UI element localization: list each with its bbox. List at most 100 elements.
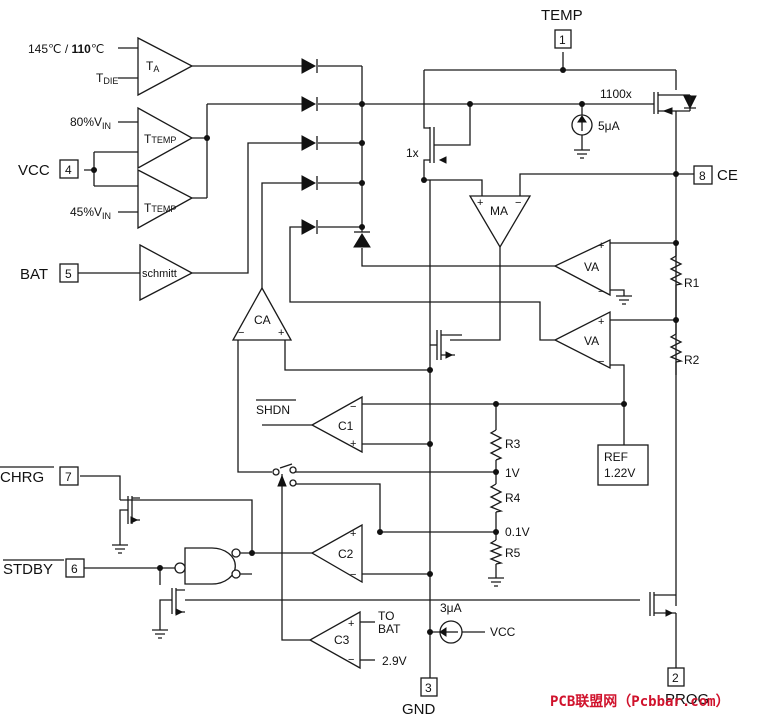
diode-5 bbox=[301, 219, 317, 235]
resistor-r4 bbox=[489, 483, 504, 513]
resistor-r2 bbox=[669, 333, 684, 363]
shdn-label: SHDN bbox=[256, 403, 290, 417]
pin-stdby-label: STDBY bbox=[3, 561, 53, 578]
amplifiers bbox=[137, 36, 611, 670]
diode-or bbox=[130, 58, 697, 617]
diode-1 bbox=[301, 58, 317, 74]
svg-text:−: − bbox=[598, 356, 604, 368]
svg-text:−: − bbox=[515, 197, 521, 209]
amp-ttemp-lo bbox=[137, 168, 194, 230]
pin-chrg-label: CHRG bbox=[0, 469, 44, 486]
node-1v: 1V bbox=[505, 466, 520, 480]
pin-box-7 bbox=[59, 466, 79, 486]
resistor-r1 bbox=[669, 255, 683, 286]
resistor-r5 bbox=[489, 539, 504, 565]
amp-va1 bbox=[553, 238, 611, 297]
pin-stdby-num: 6 bbox=[71, 562, 78, 576]
pin-vcc-label: VCC bbox=[18, 162, 50, 179]
pin-bat-num: 5 bbox=[65, 267, 72, 281]
node-2v9: 2.9V bbox=[382, 654, 407, 668]
isrc-5ua-label: 5μA bbox=[598, 119, 620, 133]
comp-c2 bbox=[310, 523, 363, 584]
amp-ttemp-hi-label: TTEMP bbox=[144, 132, 176, 146]
pin-chrg-num: 7 bbox=[65, 470, 72, 484]
svg-text:+: + bbox=[598, 240, 604, 252]
r2-label: R2 bbox=[684, 353, 700, 367]
ma-label: MA bbox=[490, 204, 508, 218]
svg-text:+: + bbox=[477, 197, 483, 209]
ref-value: 1.22V bbox=[604, 466, 635, 480]
va2-label: VA bbox=[584, 334, 599, 348]
ref-box bbox=[597, 444, 649, 486]
junctions bbox=[91, 67, 679, 635]
amp-ca bbox=[231, 286, 293, 341]
pin-box-1 bbox=[554, 29, 572, 49]
pin-prog-label: PROG bbox=[665, 691, 709, 708]
diode-3 bbox=[301, 135, 317, 151]
to-bat-label: BAT bbox=[378, 622, 401, 636]
comp-c1 bbox=[310, 395, 363, 454]
pins bbox=[59, 29, 713, 697]
amp-ta-label: TA bbox=[146, 59, 159, 74]
svg-text:−: − bbox=[238, 327, 244, 339]
pin-gnd-num: 3 bbox=[425, 681, 432, 695]
amp-ttemp-lo-label: TTEMP bbox=[144, 201, 176, 215]
resistors bbox=[489, 255, 684, 565]
svg-text:+: + bbox=[348, 618, 354, 630]
amp-ta bbox=[137, 36, 194, 97]
c3-label: C3 bbox=[334, 633, 350, 647]
ref-label: REF bbox=[604, 450, 628, 464]
svg-text:+: + bbox=[278, 327, 284, 339]
mirror-1100x-label: 1100x bbox=[600, 87, 632, 101]
nand-gate bbox=[174, 547, 241, 585]
amp-schmitt bbox=[139, 243, 194, 302]
schmitt-label: schmitt bbox=[142, 268, 177, 280]
watermark: PCB联盟网（Pcbbar.com） bbox=[550, 694, 730, 710]
svg-text:−: − bbox=[598, 286, 604, 298]
pin-temp-label: TEMP bbox=[541, 7, 583, 24]
diode-6 bbox=[353, 233, 371, 248]
vin-45-label: 45%VIN bbox=[70, 205, 111, 221]
switch bbox=[272, 466, 297, 487]
svg-text:+: + bbox=[598, 316, 604, 328]
pin-box-3 bbox=[420, 677, 438, 697]
amp-ttemp-hi bbox=[137, 106, 194, 170]
ca-label: CA bbox=[254, 313, 271, 327]
mirror-1x-label: 1x bbox=[406, 146, 419, 160]
isrc-3ua-label: 3μA bbox=[440, 601, 462, 615]
diode-2 bbox=[301, 96, 317, 112]
svg-text:+: + bbox=[350, 438, 356, 450]
pin-prog-num: 2 bbox=[672, 671, 679, 685]
tdie-label: TDIE bbox=[96, 71, 118, 86]
svg-text:+: + bbox=[350, 528, 356, 540]
comp-c3 bbox=[308, 610, 361, 670]
c1-label: C1 bbox=[338, 419, 354, 433]
pin-vcc-num: 4 bbox=[65, 163, 72, 177]
pin-temp-num: 1 bbox=[559, 33, 566, 47]
switch-arrow bbox=[277, 474, 287, 487]
current-sources bbox=[439, 114, 593, 644]
vin-80-label: 80%VIN bbox=[70, 115, 111, 131]
to-label: TO bbox=[378, 609, 394, 623]
svg-text:−: − bbox=[350, 569, 356, 581]
svg-text:−: − bbox=[348, 654, 354, 666]
pin-box-4 bbox=[59, 159, 79, 179]
node-0v1: 0.1V bbox=[505, 525, 530, 539]
wires bbox=[78, 47, 694, 678]
resistor-r3 bbox=[489, 429, 503, 461]
amp-ma bbox=[468, 195, 532, 249]
pin-bat-label: BAT bbox=[20, 266, 48, 283]
pin-ce-num: 8 bbox=[699, 169, 706, 183]
c2-label: C2 bbox=[338, 547, 354, 561]
r5-label: R5 bbox=[505, 546, 521, 560]
pin-gnd-label: GND bbox=[402, 701, 436, 717]
va1-label: VA bbox=[584, 260, 599, 274]
isrc-vcc-label: VCC bbox=[490, 625, 516, 639]
r1-label: R1 bbox=[684, 276, 700, 290]
pin-box-6 bbox=[65, 558, 85, 578]
pin-box-2 bbox=[667, 667, 685, 687]
r4-label: R4 bbox=[505, 491, 521, 505]
pin-box-5 bbox=[59, 263, 79, 283]
r3-label: R3 bbox=[505, 437, 521, 451]
